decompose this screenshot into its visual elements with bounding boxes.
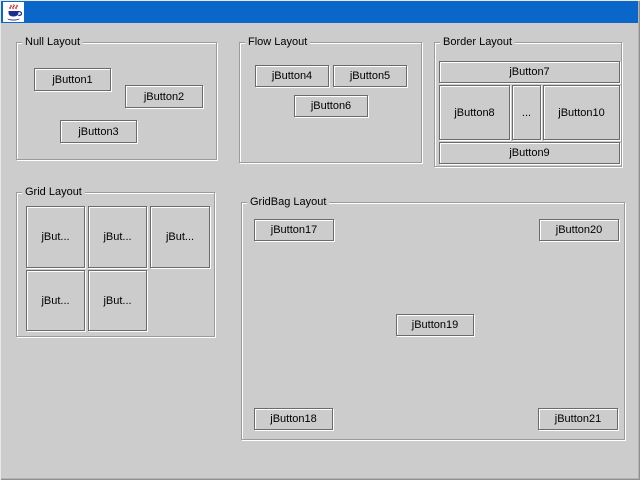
jbutton1-button[interactable]: jButton1 (34, 68, 111, 91)
java-cup-icon (7, 3, 22, 21)
grid-button-5[interactable]: jBut... (88, 270, 147, 331)
panel-title-border-layout: Border Layout (440, 35, 516, 49)
jbutton8-button[interactable]: jButton8 (439, 85, 510, 140)
panel-title-grid-layout: Grid Layout (22, 185, 85, 199)
jbutton10-button[interactable]: jButton10 (543, 85, 620, 140)
panel-gridbag-layout: GridBag Layout jButton17 jButton20 jButt… (241, 195, 625, 440)
jbutton9-button[interactable]: jButton9 (439, 142, 620, 164)
jbutton4-button[interactable]: jButton4 (255, 65, 329, 87)
ellipsis-center-button[interactable]: ... (512, 85, 541, 140)
jbutton18-button[interactable]: jButton18 (254, 408, 333, 430)
jbutton20-button[interactable]: jButton20 (539, 219, 619, 241)
panel-title-null-layout: Null Layout (22, 35, 84, 49)
jbutton5-button[interactable]: jButton5 (333, 65, 407, 87)
window-icon-box (3, 2, 24, 22)
panel-title-gridbag-layout: GridBag Layout (247, 195, 330, 209)
jbutton2-button[interactable]: jButton2 (125, 85, 203, 108)
panel-grid-layout: Grid Layout jBut... jBut... jBut... jBut… (16, 185, 215, 337)
panel-title-flow-layout: Flow Layout (245, 35, 311, 49)
jbutton21-button[interactable]: jButton21 (538, 408, 618, 430)
jbutton6-button[interactable]: jButton6 (294, 95, 368, 117)
jbutton7-button[interactable]: jButton7 (439, 61, 620, 83)
jbutton17-button[interactable]: jButton17 (254, 219, 334, 241)
jbutton3-button[interactable]: jButton3 (60, 120, 137, 143)
panel-flow-layout: Flow Layout jButton4 jButton5 jButton6 (239, 35, 422, 163)
grid-button-3[interactable]: jBut... (150, 206, 210, 268)
panel-null-layout: Null Layout jButton1 jButton2 jButton3 (16, 35, 217, 160)
panel-border-layout: Border Layout jButton7 jButton8 ... jBut… (434, 35, 622, 167)
grid-button-4[interactable]: jBut... (26, 270, 85, 331)
grid-button-2[interactable]: jBut... (88, 206, 147, 268)
grid-button-1[interactable]: jBut... (26, 206, 85, 268)
jbutton19-button[interactable]: jButton19 (396, 314, 474, 336)
title-bar[interactable] (1, 1, 638, 23)
